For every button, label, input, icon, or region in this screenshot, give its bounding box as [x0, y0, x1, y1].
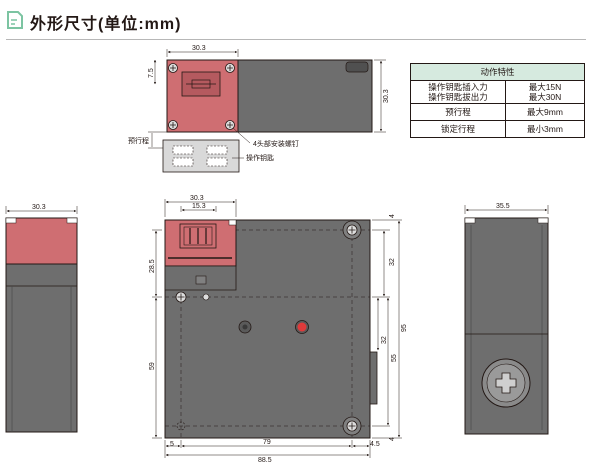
header-divider [6, 39, 586, 40]
front-dim-left-upper: 28.5 [149, 259, 156, 273]
front-dim-bottom-total: 88.5 [258, 457, 272, 464]
top-label-screws: 4头部安装螺钉 [253, 139, 299, 148]
right-dim-width: 35.5 [496, 203, 510, 210]
document-icon [7, 11, 23, 29]
spec-value-lock: 最小3mm [505, 120, 585, 138]
top-view-key [162, 139, 240, 173]
front-screw-head [175, 291, 187, 303]
right-view: 35.5 [464, 203, 549, 435]
left-view-body [5, 263, 78, 433]
top-dim-width: 30.3 [192, 45, 206, 52]
front-dim-bottom-right: 4.5 [370, 441, 380, 448]
top-dim-height: 30.3 [383, 89, 390, 103]
front-dim-right-mid: 32 [381, 336, 388, 344]
top-view-endcap [345, 61, 369, 73]
top-view: 30.3 7.5 30.3 预行程 4头部安装螺钉 操作钥匙 [128, 45, 390, 173]
front-screw-bottom [342, 416, 362, 436]
front-dim-bottom-mid: 79 [263, 439, 271, 446]
page-title: 外形尺寸(单位:mm) [30, 16, 182, 33]
left-dim-width: 30.3 [32, 204, 46, 211]
front-dim-right-top: 4 [389, 214, 396, 218]
spec-table-title: 动作特性 [410, 63, 585, 81]
top-view-screw-br [225, 120, 235, 130]
front-dim-right-total: 95 [401, 324, 408, 332]
spec-label-force-text: 操作钥匙插入力 操作钥匙拔出力 [428, 82, 488, 102]
left-view: 30.3 [5, 204, 78, 433]
top-label-key: 操作钥匙 [246, 153, 274, 162]
front-dim-slot: 15.3 [192, 203, 206, 210]
front-dim-right-bottom: 4 [389, 437, 396, 441]
header: 外形尺寸(单位:mm) [0, 0, 616, 42]
front-dim-right-lower: 55 [391, 354, 398, 362]
top-view-screw-tr [225, 63, 235, 73]
spec-label-force: 操作钥匙插入力 操作钥匙拔出力 [410, 80, 506, 104]
spec-value-force: 最大15N 最大30N [505, 80, 585, 104]
front-view-conduit [369, 351, 378, 405]
spec-value-force-text: 最大15N 最大30N [528, 82, 562, 102]
indicator-gray [238, 320, 252, 334]
front-view: 30.3 15.3 28.5 59 32 4 32 55 95 4 5 [149, 195, 408, 464]
front-dim-left-lower: 59 [149, 362, 156, 370]
spec-table: 动作特性 操作钥匙插入力 操作钥匙拔出力 最大15N 最大30N 预行程 最大9… [410, 63, 585, 138]
front-dim-head: 30.3 [190, 195, 204, 202]
top-view-screw-tl [168, 63, 178, 73]
cross-cap-icon [481, 358, 531, 408]
front-screw-bottom-left [176, 421, 186, 431]
left-view-head [5, 217, 78, 265]
top-view-screw-bl [168, 120, 178, 130]
top-label-pretravel: 预行程 [128, 136, 149, 145]
top-dim-left: 7.5 [148, 68, 155, 78]
front-dim-right-upper: 32 [389, 258, 396, 266]
front-screw-top [342, 220, 362, 240]
front-dim-bottom-left: 5 [170, 441, 174, 448]
indicator-red [295, 320, 309, 334]
